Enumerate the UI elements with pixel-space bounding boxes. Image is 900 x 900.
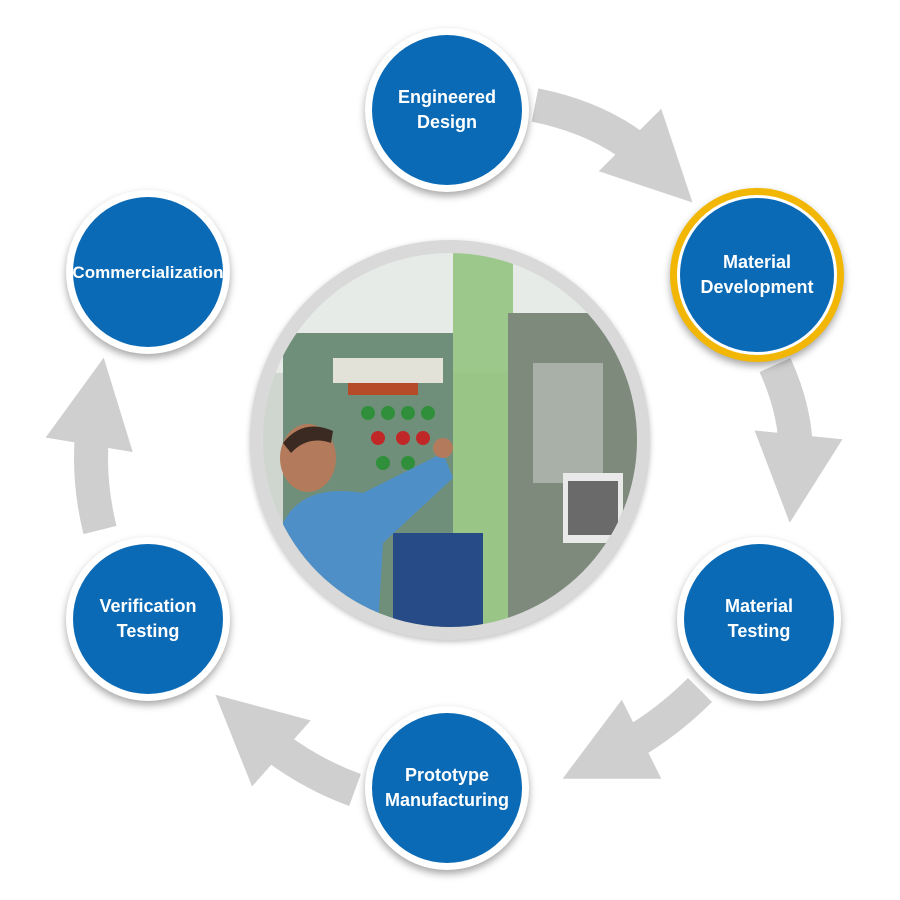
arrow-design-to-development — [531, 88, 693, 203]
step-commercialization[interactable]: Commercialization — [66, 190, 230, 354]
step-label-line: Manufacturing — [385, 790, 509, 810]
step-label-line: Material — [722, 252, 792, 272]
step-label-line: Testing — [727, 621, 791, 641]
step-material-development[interactable]: Material Development — [670, 188, 844, 362]
step-label-line: Prototype — [404, 765, 489, 785]
step-label-line: Verification — [99, 596, 197, 616]
step-prototype-manufacturing[interactable]: Prototype Manufacturing — [365, 706, 529, 870]
step-label-line: Design — [416, 112, 477, 132]
step-verification-testing[interactable]: Verification Testing — [66, 537, 230, 701]
step-label-line: Commercialization — [72, 262, 224, 282]
arrow-testing-to-prototype — [562, 677, 713, 779]
step-label-line: Testing — [116, 621, 180, 641]
step-engineered-design[interactable]: Engineered Design — [365, 28, 529, 192]
step-label-line: Development — [700, 277, 814, 297]
step-label-line: Material — [724, 596, 794, 616]
step-material-testing[interactable]: Material Testing — [677, 537, 841, 701]
operator-photo — [263, 253, 637, 627]
step-label-line: Engineered — [397, 87, 497, 107]
arrow-prototype-to-verification — [215, 694, 361, 806]
arrow-verification-to-commercialization — [45, 357, 133, 535]
arrow-development-to-testing — [754, 357, 843, 523]
